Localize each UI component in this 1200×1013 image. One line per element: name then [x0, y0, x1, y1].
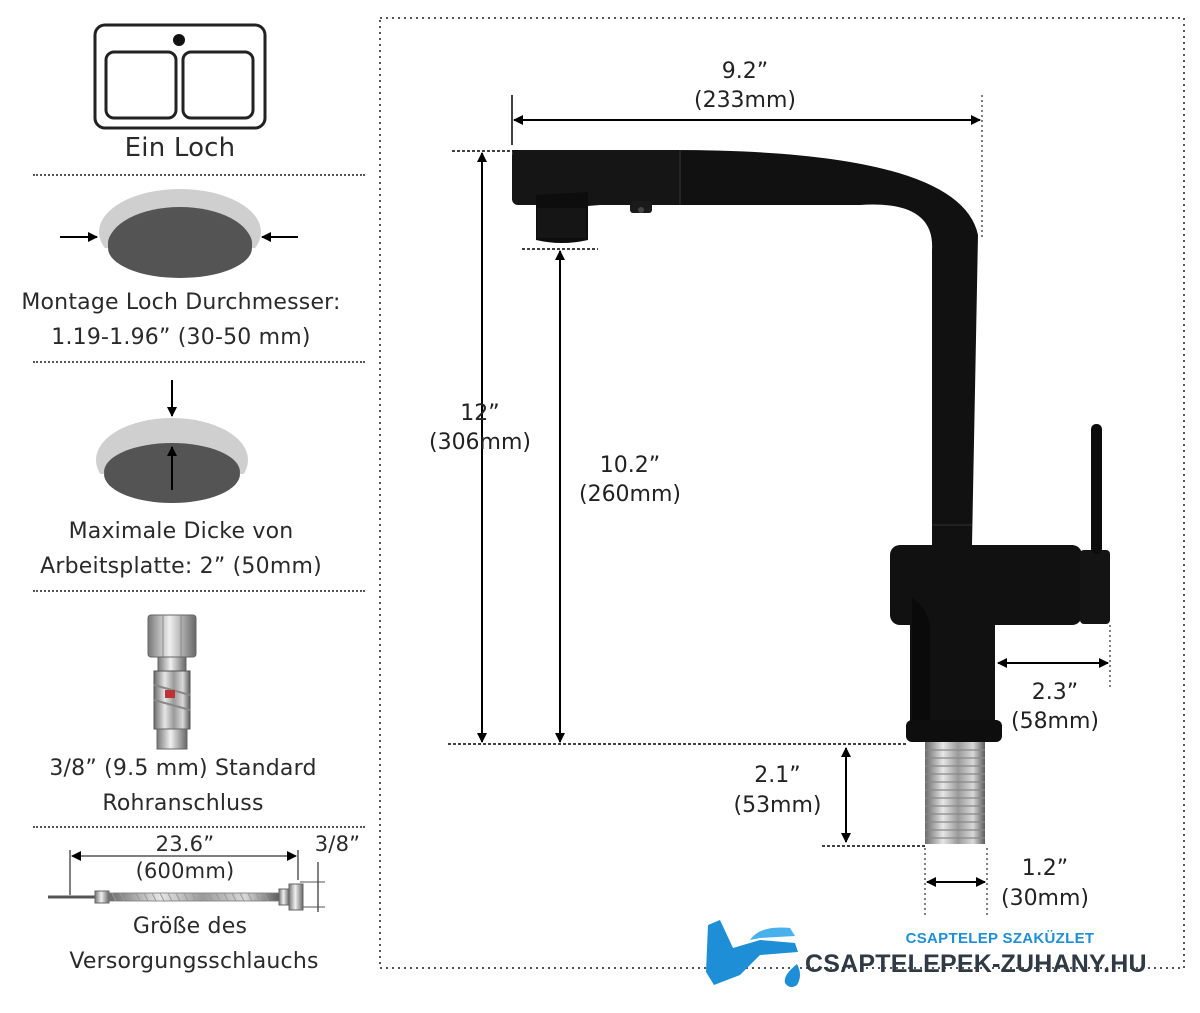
height-mm-label: (306mm) — [428, 430, 532, 455]
thickness-value: Arbeitsplatte: 2” (50mm) — [40, 554, 322, 579]
hose-size-label: Größe des — [132, 914, 248, 939]
shop-tagline: CSAPTELEP SZAKÜZLET — [905, 930, 1095, 947]
shank-diameter-inch-label: 1.2” — [1021, 856, 1069, 881]
width-inch-label: 9.2” — [721, 59, 769, 84]
width-mm-label: (233mm) — [693, 88, 797, 113]
width-dimension — [511, 95, 983, 240]
shank-length-dimension — [822, 747, 925, 847]
double-sink-icon — [93, 23, 267, 130]
height-dimension — [448, 150, 906, 745]
pipe-connection-icon — [147, 614, 197, 750]
thickness-label: Maximale Dicke von — [68, 519, 294, 544]
countertop-thickness-icon — [90, 380, 255, 514]
separator — [33, 361, 365, 363]
hole-diameter-value: 1.19-1.96” (30-50 mm) — [51, 325, 311, 350]
hose-length-mm-label: (600mm) — [135, 859, 235, 883]
faucet-body — [512, 150, 1110, 844]
frame-border — [379, 17, 1185, 969]
faucet-logo-icon — [706, 920, 800, 988]
hose-thread-label: 3/8” — [314, 832, 361, 856]
hose-icon — [48, 850, 325, 912]
hole-diameter-label: Montage Loch Durchmesser: — [21, 290, 341, 315]
connection-label: 3/8” (9.5 mm) Standard — [49, 756, 317, 781]
shank-diameter-dimension — [924, 848, 988, 915]
hose-length-label: 23.6” — [155, 832, 215, 856]
separator — [33, 590, 365, 592]
lever-mm-label: (58mm) — [1010, 709, 1100, 734]
separator — [33, 826, 365, 828]
one-hole-label: Ein Loch — [124, 133, 236, 163]
lever-inch-label: 2.3” — [1031, 680, 1079, 705]
spout-inch-label: 10.2” — [599, 453, 661, 478]
hole-diameter-icon — [60, 189, 298, 290]
spout-mm-label: (260mm) — [578, 482, 682, 507]
shop-website: CSAPTELEPEK-ZUHANY.HU — [805, 950, 1147, 978]
height-inch-label: 12” — [460, 401, 500, 426]
shank-diameter-mm-label: (30mm) — [1000, 886, 1090, 911]
separator — [33, 174, 365, 176]
connection-value: Rohranschluss — [102, 791, 264, 816]
shank-length-inch-label: 2.1” — [754, 763, 801, 788]
lever-dimension — [997, 625, 1111, 690]
spout-height-dimension — [522, 248, 598, 743]
shank-length-mm-label: (53mm) — [733, 793, 822, 818]
hose-size-label-2: Versorgungsschlauchs — [69, 949, 319, 974]
